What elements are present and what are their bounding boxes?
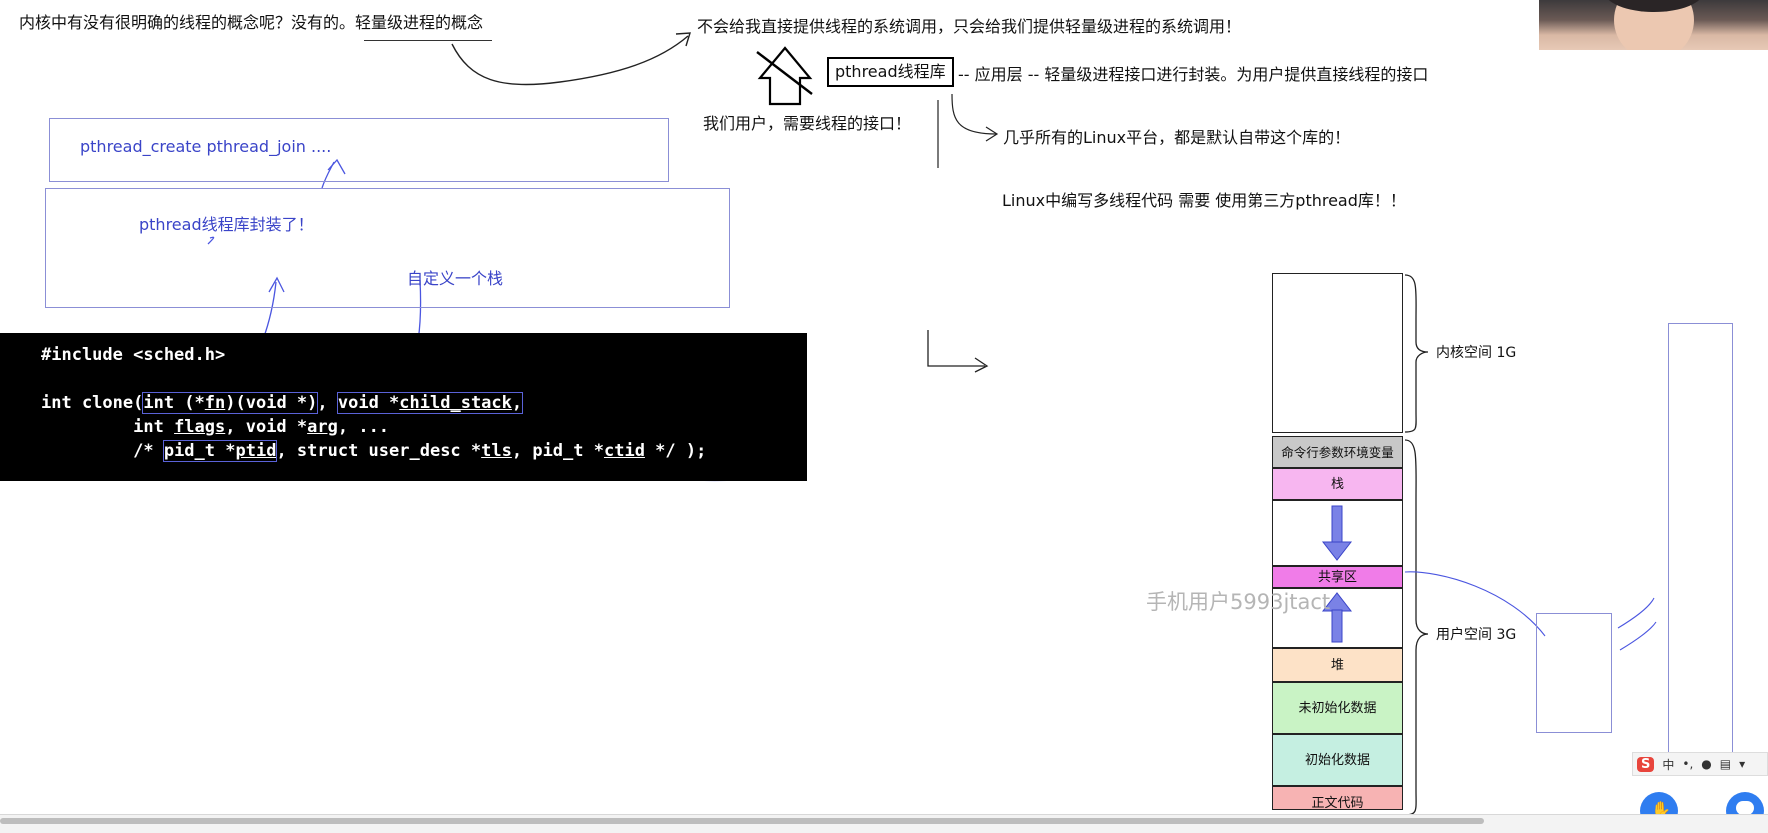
ptid-highlight: pid_t *ptid <box>162 440 278 462</box>
stack-param-highlight: void *child_stack, <box>336 392 524 414</box>
custom-stack-text: 自定义一个栈 <box>407 269 504 288</box>
keyboard-icon[interactable]: ▤ <box>1719 757 1732 771</box>
code-clone-line: int clone(int (*fn)(void *), void *child… <box>41 391 524 415</box>
third-party-note: Linux中编写多线程代码 需要 使用第三方pthread库！！ <box>1002 191 1406 210</box>
users-need-note: 我们用户，需要线程的接口！ <box>703 114 912 133</box>
webcam-overlay <box>1539 0 1768 50</box>
kernel-space-label: 内核空间 1G <box>1436 345 1517 361</box>
arg-param: arg <box>307 417 338 437</box>
code-token: , <box>511 393 523 413</box>
flags-param: flags <box>174 417 226 437</box>
user-space-label: 用户空间 3G <box>1436 627 1517 643</box>
fn-param: fn <box>204 393 226 413</box>
stack-growth-area <box>1272 500 1403 566</box>
ptid-param: ptid <box>235 441 277 461</box>
ime-toolbar[interactable]: S 中 •, ● ▤ ▾ <box>1632 752 1768 776</box>
thread-stack-box <box>1536 613 1612 733</box>
up-arrow-icon <box>1321 592 1353 643</box>
code-token: , <box>317 393 338 413</box>
chat-icon <box>1736 801 1754 815</box>
code-token: */ ); <box>644 441 707 461</box>
code-token: int <box>41 417 175 437</box>
api-names-text: pthread_create pthread_join .... <box>80 137 332 156</box>
segment-heap: 堆 <box>1272 648 1403 682</box>
ime-language[interactable]: 中 <box>1662 757 1675 772</box>
code-token: pid_t * <box>163 441 236 461</box>
app-layer-note: -- 应用层 -- 轻量级进程接口进行封装。为用户提供直接线程的接口 <box>958 65 1429 84</box>
microphone-icon[interactable]: ● <box>1701 757 1712 771</box>
code-token: , struct user_desc * <box>276 441 482 461</box>
user-watermark: 手机用户5993jtact <box>1146 590 1331 614</box>
kernel-thread-note: 内核中有没有很明确的线程的概念呢？没有的。轻量级进程的概念 <box>19 13 484 32</box>
segment-shared: 共享区 <box>1272 566 1403 588</box>
code-token: /* <box>41 441 164 461</box>
no-syscall-note: 不会给我直接提供线程的系统调用，只会给我们提供轻量级进程的系统调用！ <box>697 17 1242 36</box>
code-token: int (* <box>143 393 205 413</box>
fn-param-highlight: int (*fn)(void *) <box>142 392 319 414</box>
down-arrow-icon <box>1321 505 1353 561</box>
segment-cmdline: 命令行参数环境变量 <box>1272 436 1403 468</box>
code-include: #include <sched.h> <box>41 345 226 365</box>
code-optional-line: /* pid_t *ptid, struct user_desc *tls, p… <box>41 439 706 463</box>
child-stack-param: child_stack <box>399 393 512 413</box>
code-token: , void * <box>225 417 308 437</box>
library-wrapped-text: pthread线程库封装了！ <box>139 215 314 234</box>
segment-bss: 未初始化数据 <box>1272 682 1403 734</box>
segment-stack: 栈 <box>1272 468 1403 500</box>
api-names-box: pthread_create pthread_join .... <box>49 118 669 182</box>
segment-data: 初始化数据 <box>1272 734 1403 786</box>
linux-default-note: 几乎所有的Linux平台，都是默认自带这个库的！ <box>1003 128 1351 147</box>
heap-growth-area <box>1272 588 1403 648</box>
punctuation-icon[interactable]: •, <box>1682 757 1694 771</box>
wrapper-box: pthread线程库封装了！ 自定义一个栈 <box>45 188 730 308</box>
scrollbar-thumb[interactable] <box>0 818 1484 824</box>
presenter-hair <box>1604 0 1704 12</box>
ctid-param: ctid <box>603 441 645 461</box>
kernel-space-block <box>1272 273 1403 433</box>
horizontal-scrollbar[interactable] <box>0 814 1768 833</box>
skin-icon[interactable]: ▾ <box>1739 757 1746 771</box>
underline-mark <box>364 40 492 41</box>
code-flags-line: int flags, void *arg, ... <box>41 415 389 439</box>
segment-text: 正文代码 <box>1272 786 1403 810</box>
ime-logo-icon[interactable]: S <box>1637 756 1655 772</box>
tall-outline-box <box>1668 323 1733 765</box>
clone-code-block: #include <sched.h> int clone(int (*fn)(v… <box>0 333 807 481</box>
tls-param: tls <box>481 441 512 461</box>
code-token: )(void *) <box>225 393 318 413</box>
code-token: , pid_t * <box>511 441 604 461</box>
code-token: int clone( <box>41 393 144 413</box>
code-token: void * <box>337 393 400 413</box>
pthread-library-box: pthread线程库 <box>827 57 954 87</box>
code-token: , ... <box>337 417 390 437</box>
